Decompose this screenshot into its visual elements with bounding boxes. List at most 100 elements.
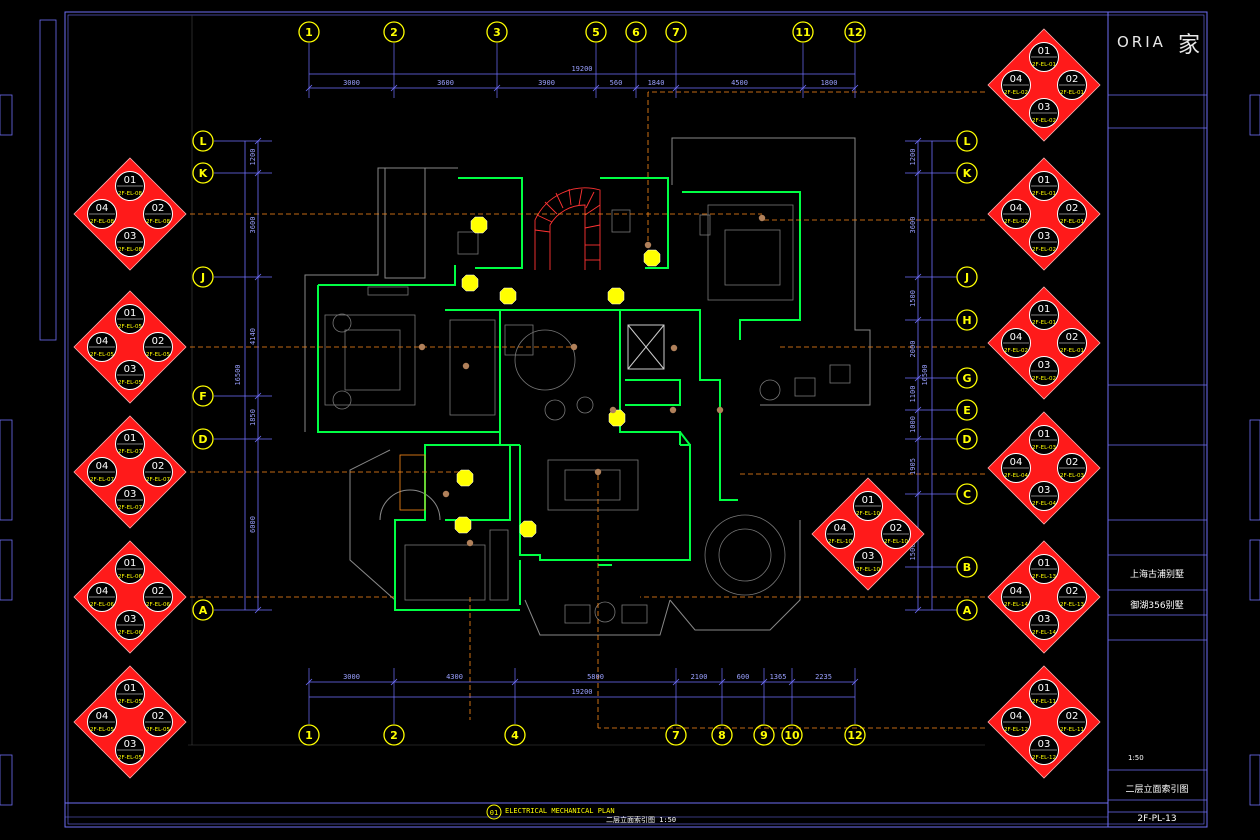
room-center-dot — [669, 406, 677, 414]
bottom-dim-tick — [788, 678, 796, 686]
elevation-code: 2F-EL-05 — [118, 324, 143, 330]
room-tag-icon — [470, 216, 488, 234]
elevation-number: 02 — [152, 203, 165, 214]
elevation-code: 2F-EL-02 — [1032, 376, 1056, 382]
elevation-code: 2F-EL-11 — [1060, 727, 1084, 733]
axis-top-12-bubble — [844, 21, 866, 43]
axis-top-5-bubble — [585, 21, 607, 43]
elevation-number: 04 — [96, 461, 109, 472]
elevation-code: 2F-EL-07 — [118, 449, 143, 455]
axis-left-K: K — [199, 167, 208, 180]
elevation-code: 2F-EL-13 — [1032, 574, 1057, 580]
elevation-diamond-icon — [73, 665, 187, 779]
axis-right-K-bubble — [956, 162, 978, 184]
top-dim-tick — [851, 84, 859, 92]
elevation-number: 03 — [124, 231, 137, 242]
elevation-number: 04 — [1010, 203, 1023, 214]
axis-bottom-2: 2 — [390, 729, 398, 742]
elevation-code: 2F-EL-01 — [1032, 62, 1056, 68]
axis-bottom-4: 4 — [511, 729, 519, 742]
top-dim-label: 1840 — [648, 79, 665, 87]
bottom-dim-label: 2100 — [691, 673, 708, 681]
axis-right-H: H — [962, 314, 971, 327]
top-dim-label: 560 — [610, 79, 623, 87]
elevation-number: 02 — [1066, 332, 1079, 343]
elevation-code: 2F-EL-08 — [90, 219, 115, 225]
elevation-code: 2F-EL-03 — [1060, 473, 1085, 479]
right-dim-tick — [914, 406, 922, 414]
top-dim-tick — [493, 84, 501, 92]
axis-right-J-bubble — [956, 266, 978, 288]
bottom-dim-tick — [718, 678, 726, 686]
bottom-dim-label: 5800 — [587, 673, 604, 681]
left-dim-tick — [254, 606, 262, 614]
bottom-dim-tick — [851, 678, 859, 686]
drawing-caption: 01 ELECTRICAL MECHANICAL PLAN 二层立面索引图 1:… — [486, 804, 676, 824]
elevation-number: 04 — [1010, 457, 1023, 468]
elevation-code: 2F-EL-01 — [1060, 348, 1084, 354]
left-dim-label: 3600 — [249, 217, 257, 234]
axis-top-3: 3 — [493, 26, 501, 39]
elevation-number: 03 — [1038, 485, 1051, 496]
room-center-dot — [442, 490, 450, 498]
elevation-code: 2F-EL-06 — [90, 602, 115, 608]
elevation-number: 01 — [1038, 683, 1051, 694]
right-dim-tick — [914, 137, 922, 145]
axis-right-B-bubble — [956, 556, 978, 578]
axis-right-C-bubble — [956, 483, 978, 505]
room-center-dot — [609, 406, 617, 414]
elevation-code: 2F-EL-05 — [90, 352, 115, 358]
elevation-number: 01 — [1038, 558, 1051, 569]
axis-left-L-bubble — [192, 130, 214, 152]
brand-logo: ORIA — [1117, 33, 1166, 51]
room-center-dot — [418, 343, 426, 351]
axis-bottom-12: 12 — [847, 729, 862, 742]
right-dim-label: 1905 — [909, 458, 917, 475]
axis-left-J: J — [200, 271, 205, 284]
elevation-code: 2F-EL-05 — [118, 699, 143, 705]
right-dim-tick — [914, 316, 922, 324]
axis-top-5: 5 — [592, 26, 600, 39]
axis-right-K: K — [963, 167, 972, 180]
elevation-code: 2F-EL-06 — [146, 602, 171, 608]
axis-right-L-bubble — [956, 130, 978, 152]
elevation-code: 2F-EL-10 — [884, 539, 909, 545]
right-dim-tick — [914, 273, 922, 281]
elevation-diamond-icon — [987, 28, 1101, 142]
right-dim-label: 1500 — [909, 290, 917, 307]
left-dim-label: 1850 — [249, 409, 257, 426]
caption-bubble — [486, 804, 502, 820]
elevation-number: 03 — [1038, 739, 1051, 750]
axis-bottom-12-bubble — [844, 724, 866, 746]
elevation-number: 02 — [890, 523, 903, 534]
right-dim-label: 1100 — [909, 386, 917, 403]
axis-top-1: 1 — [305, 26, 313, 39]
bottom-dim-label: 4300 — [446, 673, 463, 681]
elevation-number: 01 — [1038, 46, 1051, 57]
elevation-number: 03 — [1038, 231, 1051, 242]
axis-bottom-1-bubble — [298, 724, 320, 746]
axis-left-A: A — [199, 604, 208, 617]
right-dim-tick — [914, 606, 922, 614]
axis-top-7: 7 — [672, 26, 680, 39]
elevation-number: 02 — [1066, 203, 1079, 214]
axis-bottom-10: 10 — [784, 729, 800, 742]
right-dim-label: 1200 — [909, 149, 917, 166]
left-dim-tick — [254, 435, 262, 443]
axis-right-E: E — [963, 404, 971, 417]
elevation-number: 04 — [96, 586, 109, 597]
axis-bottom-7-bubble — [665, 724, 687, 746]
elevation-code: 2F-EL-14 — [1032, 630, 1057, 636]
axis-right-B: B — [963, 561, 971, 574]
axis-bottom-7: 7 — [672, 729, 680, 742]
room-center-dots — [418, 214, 766, 547]
elevation-code: 2F-EL-01 — [1060, 219, 1084, 225]
left-dim-label: 1200 — [249, 149, 257, 166]
top-dim-tick — [305, 84, 313, 92]
room-tag-icon — [607, 287, 625, 305]
elevation-code: 2F-EL-05 — [118, 755, 143, 761]
client-name: 上海古浦别墅 — [1130, 568, 1184, 580]
